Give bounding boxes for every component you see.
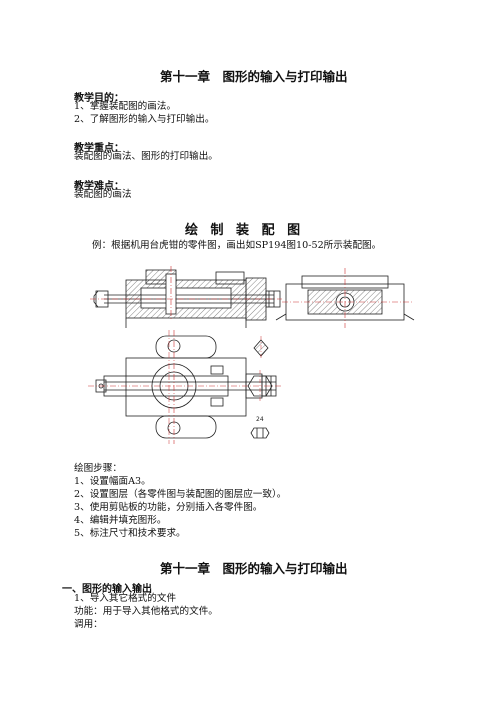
side-view (275, 268, 415, 328)
detail-views (247, 336, 273, 439)
key-text: 装配图的画法、图形的打印输出。 (74, 151, 218, 162)
steps-heading: 绘图步骤： (74, 463, 122, 474)
function-text: 功能：用于导入其他格式的文件。 (74, 606, 218, 617)
chapter-title: 第十一章 图形的输入与打印输出 (160, 69, 348, 84)
difficulty-heading: 教学难点： (74, 181, 124, 192)
step-5: 5、标注尺寸和技术要求。 (74, 528, 186, 539)
goal-item-1: 1、掌握装配图的画法。 (74, 101, 177, 112)
drawing-label-24: 24 (256, 416, 264, 423)
front-view (90, 266, 282, 328)
chapter-title-2: 第十一章 图形的输入与打印输出 (160, 561, 348, 576)
goal-heading: 教学目的： (74, 93, 124, 104)
goal-item-2: 2、了解图形的输入与打印输出。 (74, 114, 215, 125)
example-text: 例：根据机用台虎钳的零件图，画出如SP194图10-52所示装配图。 (92, 240, 382, 251)
difficulty-text: 装配图的画法 (74, 189, 132, 200)
call-text: 调用： (74, 619, 103, 630)
step-3: 3、使用剪贴板的功能，分别插入各零件图。 (74, 502, 263, 513)
step-1: 1、设置幅面A3。 (74, 476, 151, 487)
step-2: 2、设置图层（各零件图与装配图的图层应一致）。 (74, 489, 287, 500)
step-4: 4、编辑并填充图形。 (74, 515, 167, 526)
assembly-drawing: 24 (88, 266, 415, 444)
section-heading: 一、图形的输入输出 (62, 584, 152, 595)
item-title: 1、导入其它格式的文件 (74, 593, 177, 604)
top-view (88, 330, 282, 444)
key-heading: 教学重点： (74, 143, 124, 154)
section-title: 绘 制 装 配 图 (185, 223, 305, 238)
